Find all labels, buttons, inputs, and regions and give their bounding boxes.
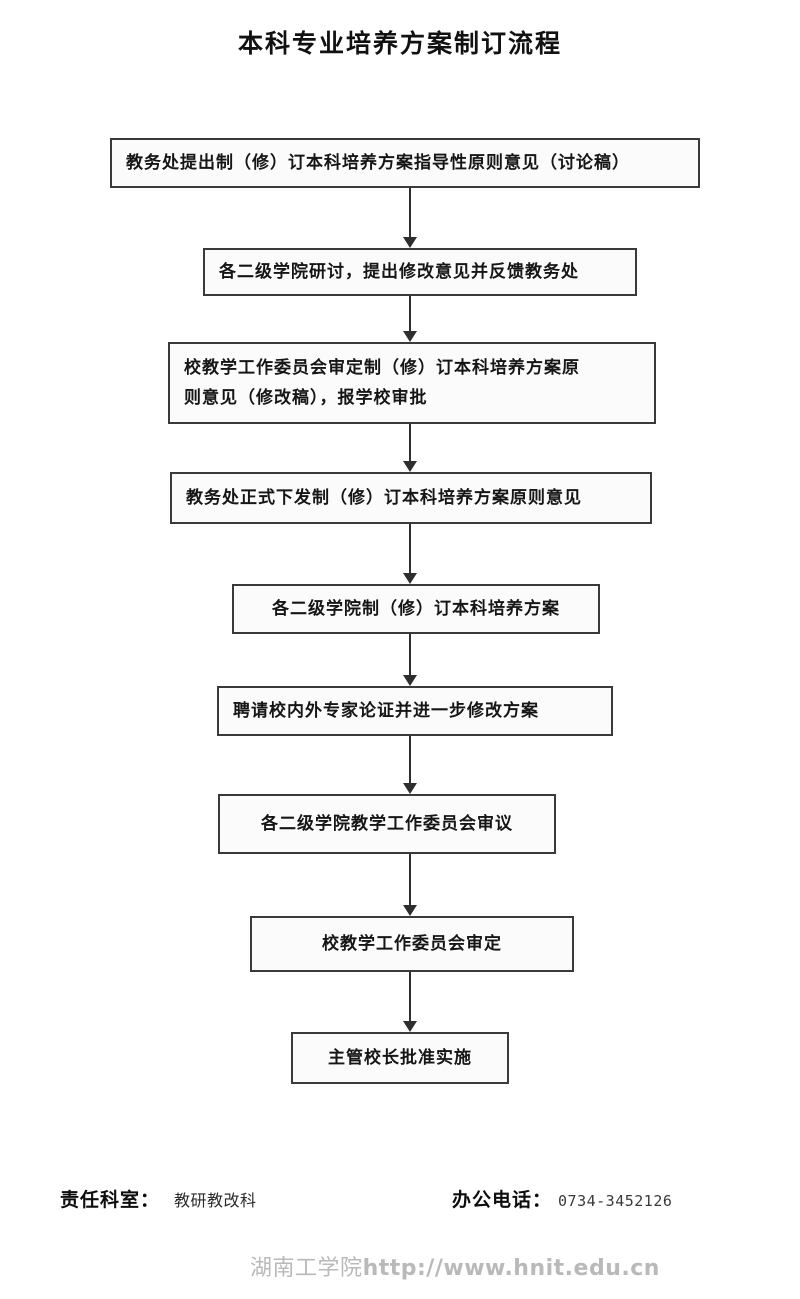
flow-node: 教务处提出制（修）订本科培养方案指导性原则意见（讨论稿） — [110, 138, 700, 188]
flow-connector — [402, 736, 418, 794]
flow-node-label: 校教学工作委员会审定 — [322, 934, 502, 954]
arrowhead-down-icon — [403, 905, 417, 916]
flow-node-label: 各二级学院教学工作委员会审议 — [261, 814, 513, 834]
flow-node: 各二级学院研讨，提出修改意见并反馈教务处 — [203, 248, 637, 296]
connector-line — [409, 424, 411, 462]
arrowhead-down-icon — [403, 1021, 417, 1032]
watermark: 湖南工学院http://www.hnit.edu.cn — [0, 1250, 800, 1282]
flow-node: 聘请校内外专家论证并进一步修改方案 — [217, 686, 613, 736]
footer: 责任科室： 教研教改科 办公电话： 0734-3452126 — [0, 1185, 800, 1225]
watermark-institution: 湖南工学院 — [250, 1256, 363, 1281]
flow-node: 教务处正式下发制（修）订本科培养方案原则意见 — [170, 472, 652, 524]
office-phone-label: 办公电话： — [452, 1189, 553, 1211]
flow-node-label: 教务处正式下发制（修）订本科培养方案原则意见 — [186, 488, 582, 508]
arrowhead-down-icon — [403, 783, 417, 794]
flow-node-label: 聘请校内外专家论证并进一步修改方案 — [233, 701, 539, 721]
connector-line — [409, 188, 411, 238]
flow-node: 各二级学院制（修）订本科培养方案 — [232, 584, 600, 634]
office-phone-value: 0734-3452126 — [558, 1192, 673, 1210]
flow-node-label: 各二级学院研讨，提出修改意见并反馈教务处 — [219, 262, 579, 282]
flow-node-label: 校教学工作委员会审定制（修）订本科培养方案原 则意见（修改稿），报学校审批 — [184, 358, 580, 408]
flow-node: 校教学工作委员会审定 — [250, 916, 574, 972]
arrowhead-down-icon — [403, 461, 417, 472]
flow-node-label: 主管校长批准实施 — [328, 1048, 472, 1068]
connector-line — [409, 634, 411, 676]
flow-connector — [402, 296, 418, 342]
flowchart: 教务处提出制（修）订本科培养方案指导性原则意见（讨论稿） 各二级学院研讨，提出修改… — [0, 138, 800, 1098]
arrowhead-down-icon — [403, 237, 417, 248]
flow-connector — [402, 854, 418, 916]
flow-connector — [402, 634, 418, 686]
flow-node: 各二级学院教学工作委员会审议 — [218, 794, 556, 854]
connector-line — [409, 972, 411, 1022]
flow-connector — [402, 524, 418, 584]
flow-node: 校教学工作委员会审定制（修）订本科培养方案原 则意见（修改稿），报学校审批 — [168, 342, 656, 424]
office-phone: 办公电话： 0734-3452126 — [452, 1185, 672, 1212]
connector-line — [409, 854, 411, 906]
responsible-department-value: 教研教改科 — [174, 1191, 257, 1210]
responsible-department-label: 责任科室： — [60, 1189, 161, 1211]
responsible-department: 责任科室： 教研教改科 — [60, 1185, 257, 1212]
flow-connector — [402, 972, 418, 1032]
flow-node-label: 教务处提出制（修）订本科培养方案指导性原则意见（讨论稿） — [126, 153, 630, 173]
connector-line — [409, 524, 411, 574]
watermark-url: http://www.hnit.edu.cn — [362, 1256, 660, 1281]
connector-line — [409, 736, 411, 784]
arrowhead-down-icon — [403, 573, 417, 584]
flow-node: 主管校长批准实施 — [291, 1032, 509, 1084]
page-title: 本科专业培养方案制订流程 — [237, 29, 562, 58]
arrowhead-down-icon — [403, 331, 417, 342]
arrowhead-down-icon — [403, 675, 417, 686]
flow-connector — [402, 424, 418, 472]
flow-connector — [402, 188, 418, 248]
connector-line — [409, 296, 411, 332]
flow-node-label: 各二级学院制（修）订本科培养方案 — [272, 599, 560, 619]
